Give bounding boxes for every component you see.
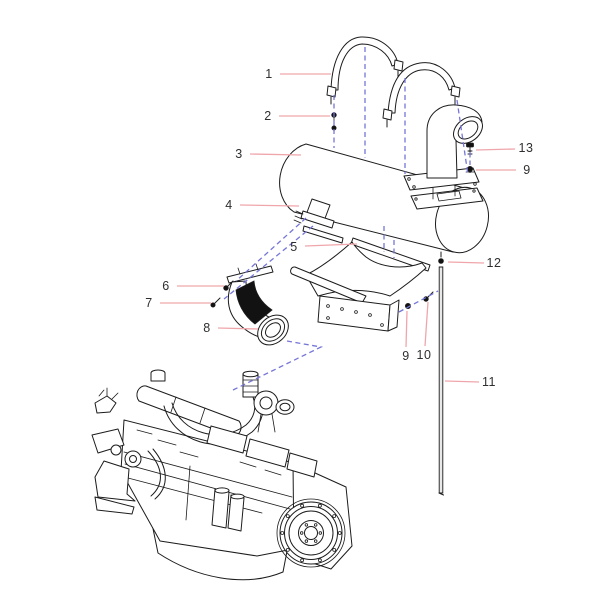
engine [92, 370, 352, 580]
flange-bolt-6 [224, 281, 233, 290]
callout-label-10-bracket-bolt: 10 [416, 348, 432, 362]
bracket-bolt-10 [424, 292, 433, 301]
inlet-flange [294, 199, 343, 243]
leader-line-4 [240, 205, 299, 206]
leader-line-10 [425, 302, 428, 346]
alignment-lines [224, 47, 470, 390]
rod-bolt-12 [439, 259, 444, 264]
support-rod [439, 252, 444, 495]
muffler-assembly [280, 105, 496, 258]
leader-layer [160, 74, 516, 382]
strap-2 [383, 63, 460, 127]
exhaust-elbow-pipe [227, 264, 294, 351]
callout-label-1-muffler-strap: 1 [265, 67, 273, 81]
callout-label-8-exhaust-elbow-pipe: 8 [203, 321, 211, 335]
callout-label-7-flange-bolt: 7 [145, 296, 153, 310]
callout-label-11-support-rod: 11 [482, 375, 496, 389]
callout-label-2-strap-bolt: 2 [264, 109, 272, 123]
callout-label-3-muffler-body: 3 [235, 147, 243, 161]
callout-label-9b-nut: 9 [402, 349, 410, 363]
outlet-elbow [427, 105, 488, 178]
callout-label-6-flange-bolt: 6 [162, 279, 170, 293]
leader-line-3 [250, 154, 301, 155]
callout-label-5-mounting-bracket: 5 [290, 240, 298, 254]
muffler-straps [327, 37, 460, 127]
leader-line-5 [305, 244, 357, 246]
callout-label-13-cap-screw: 13 [518, 141, 534, 155]
turbocharger [243, 371, 294, 432]
leader-line-13 [476, 149, 515, 150]
callout-label-9a-nut: 9 [523, 163, 531, 177]
heat-wrap-band [236, 281, 272, 324]
leader-line-9b [406, 311, 407, 347]
leader-line-12 [448, 262, 484, 263]
callout-label-4-inlet-flange: 4 [225, 198, 233, 212]
mounting-bracket [291, 238, 430, 331]
flange-bolt-7 [211, 298, 220, 307]
flywheel [277, 499, 345, 567]
callout-label-12-rod-bolt: 12 [486, 256, 502, 270]
leader-line-8 [218, 328, 258, 329]
leader-line-11 [445, 381, 479, 382]
